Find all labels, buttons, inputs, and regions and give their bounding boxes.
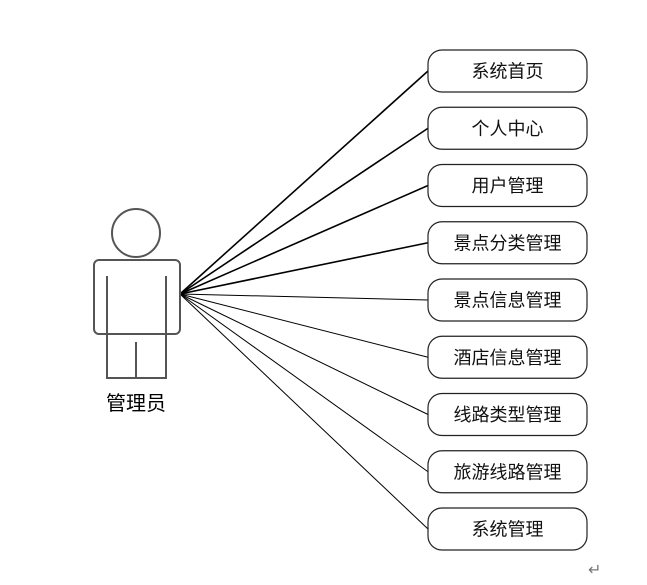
use-case-box — [427, 106, 588, 150]
use-case-label: 酒店信息管理 — [454, 348, 562, 369]
use-case-box — [427, 335, 588, 379]
use-case-item: 用户管理 — [427, 163, 588, 208]
use-case-label: 系统首页 — [472, 62, 544, 83]
association-line — [179, 293, 429, 530]
use-case-label: 系统管理 — [472, 520, 544, 541]
association-line — [179, 293, 429, 358]
use-case-label: 景点分类管理 — [454, 233, 562, 254]
association-line — [179, 293, 429, 473]
use-case-box — [427, 221, 588, 265]
association-line — [179, 293, 429, 301]
association-line — [179, 241, 429, 295]
use-case-item: 酒店信息管理 — [427, 335, 588, 379]
actor-label: 管理员 — [106, 391, 166, 415]
return-icon: ↵ — [588, 560, 601, 579]
use-case-label: 用户管理 — [472, 176, 544, 197]
association-line — [179, 70, 429, 295]
use-case-label: 景点信息管理 — [454, 291, 562, 312]
use-case-item: 景点信息管理 — [427, 278, 588, 322]
association-lines — [179, 70, 429, 530]
association-line — [179, 293, 429, 415]
use-case-box — [427, 392, 588, 437]
actor-admin: 管理员 — [93, 208, 181, 415]
use-case-box — [427, 278, 588, 322]
use-case-item: 系统管理 — [427, 507, 588, 551]
association-line — [179, 127, 429, 295]
use-case-box — [427, 163, 588, 208]
use-case-label: 旅游线路管理 — [454, 462, 562, 483]
use-case-item: 旅游线路管理 — [427, 450, 588, 494]
actor-head — [111, 208, 161, 258]
use-case-label: 个人中心 — [472, 119, 544, 140]
use-case-box — [427, 49, 588, 93]
use-case-label: 线路类型管理 — [454, 405, 562, 426]
use-case-box — [427, 450, 588, 494]
association-line — [179, 184, 429, 295]
use-case-item: 个人中心 — [427, 106, 588, 150]
use-case-list: 系统首页个人中心用户管理景点分类管理景点信息管理酒店信息管理线路类型管理旅游线路… — [427, 49, 588, 551]
use-case-item: 系统首页 — [427, 49, 588, 93]
use-case-item: 景点分类管理 — [427, 221, 588, 265]
use-case-item: 线路类型管理 — [427, 392, 588, 437]
use-case-box — [427, 507, 588, 551]
